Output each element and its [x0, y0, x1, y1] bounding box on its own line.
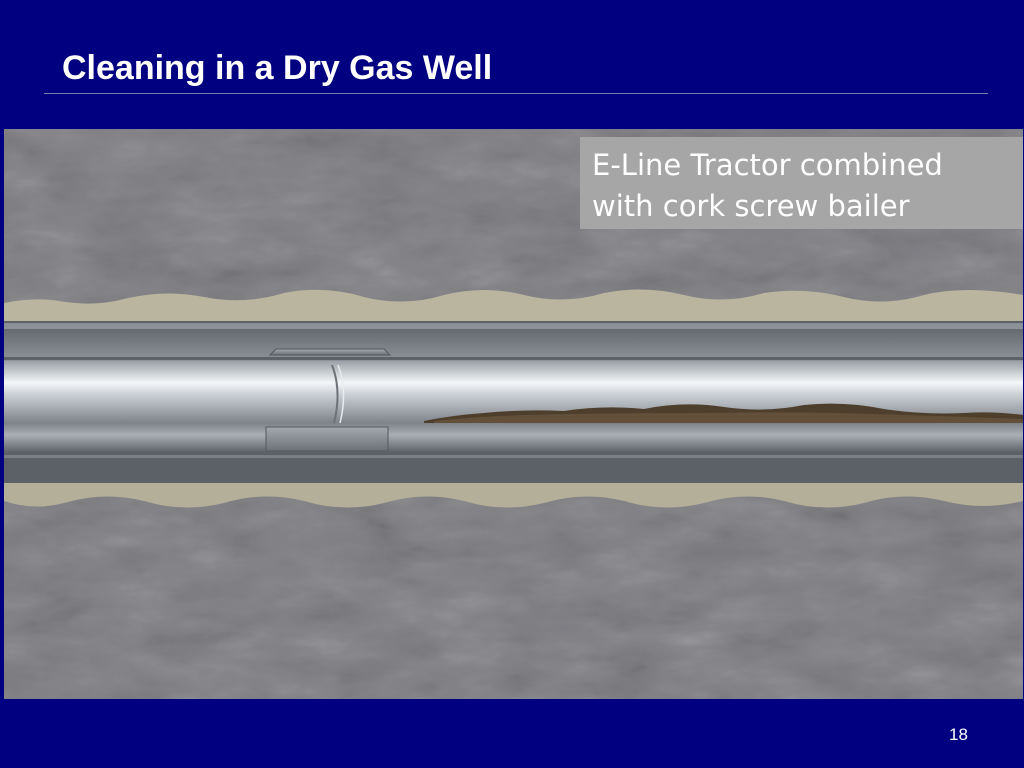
page-number: 18 — [949, 725, 968, 744]
title-divider — [44, 93, 988, 94]
caption-text: E-Line Tractor combined with cork screw … — [592, 148, 943, 223]
caption-box: E-Line Tractor combined with cork screw … — [580, 137, 1023, 229]
slide-title: Cleaning in a Dry Gas Well — [62, 49, 493, 87]
